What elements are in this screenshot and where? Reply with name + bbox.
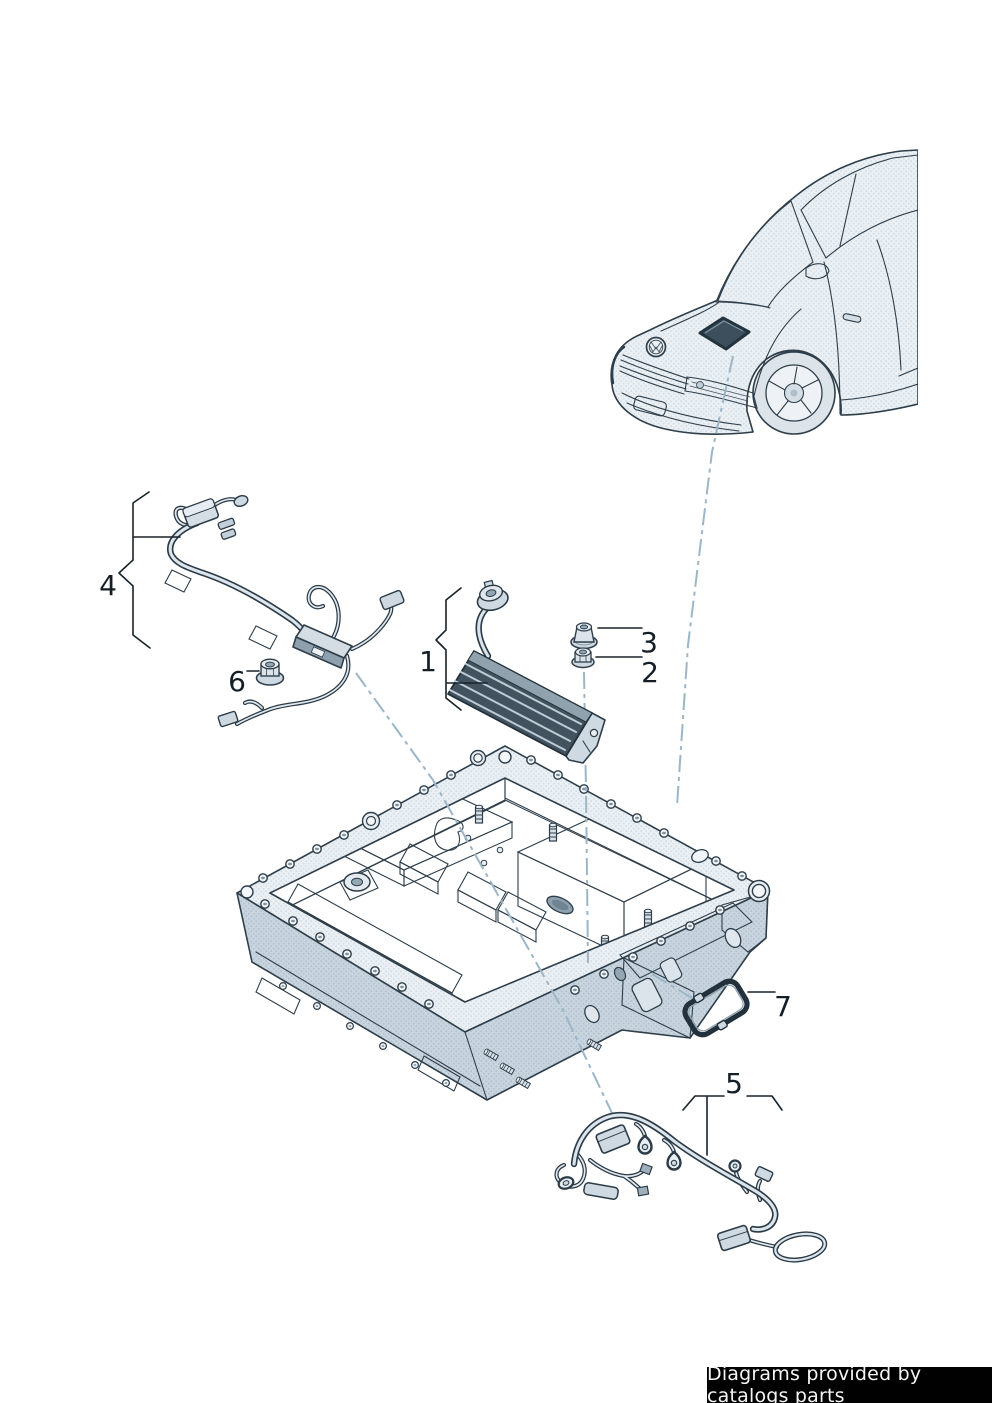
harness5-right-block-connector [716,1224,752,1252]
flange-oval-opening [691,849,709,863]
harness5-left-block-connector [595,1124,631,1154]
harness4-head-connector [182,498,220,528]
harness4-end-connector [217,710,239,728]
harness5-bar-connector [583,1182,619,1200]
wiring-harness-4 [164,495,405,728]
side-mirror [805,263,830,280]
b-pillar-line [839,173,857,247]
callout-5-label[interactable]: 5 [725,1067,743,1100]
callout-4-bracket [118,491,181,649]
tray-foot-1 [255,977,301,1015]
wall-oval-hole-1 [724,927,742,949]
callout-3-label[interactable]: 3 [640,626,658,659]
harness4-prong-connectors [217,517,237,540]
harness5-eyelet-1 [637,1134,653,1155]
wall-lip-line [255,951,488,1101]
flange-corner-holes [240,749,771,903]
harness4-right-connector [379,589,405,611]
rear-skirt-line [898,367,918,377]
tray-cutout-blob [433,817,464,851]
door-line-rear [876,239,902,371]
harness5-ring-terminal [557,1176,575,1190]
provider-banner: Diagrams provided by catalogs parts [707,1363,992,1403]
hood-crease-lines [660,300,802,397]
headlight [684,376,758,409]
side-window [800,154,918,259]
tray-step-blocks [399,843,547,943]
hex-nut-6 [255,658,285,686]
module-top-bevel [467,650,593,723]
module-connector [476,579,509,612]
callout-5-bracket [682,1095,783,1156]
callout-4-label[interactable]: 4 [99,569,117,602]
harness5-large-loop [772,1231,828,1263]
tray-step-ledge [619,902,753,979]
grille-slats [619,354,690,395]
windshield [715,200,814,308]
assembly-line-harness-to-harness [355,672,613,1114]
door-handle [842,313,862,323]
car-body [610,149,918,435]
callout-2-label[interactable]: 2 [641,656,659,689]
rubber-grommet-3 [570,622,598,650]
battery-tray [236,745,771,1101]
hex-nut-2 [571,647,595,669]
seal-gasket-7 [682,978,750,1038]
harness5-branch-connectors [636,1162,653,1197]
harness4-clip-foot-1 [164,569,192,593]
module-fins [449,663,582,751]
rocker-line [840,383,918,401]
harness4-mini-connector [233,495,249,507]
door-line-front [823,261,841,415]
tray-lifting-eye [339,869,379,901]
harness5-eyelet-3 [728,1159,742,1173]
vw-emblem [645,336,667,358]
car-illustration [610,149,918,435]
wall-oval-hole-2 [584,1004,600,1024]
provider-banner-text: Diagrams provided by catalogs parts [707,1363,922,1403]
assembly-line-car-to-tray [676,355,734,807]
assembly-line-tray-to-gasket [651,973,693,999]
tray-foot-2 [417,1055,461,1092]
callout-7-label[interactable]: 7 [774,990,792,1023]
callout-1-label[interactable]: 1 [419,645,437,678]
front-bumper-lines [610,345,742,432]
harness4-clip-foot-2 [248,625,278,650]
control-module-1 [447,579,606,764]
wiring-harness-5 [557,1115,828,1263]
hood-location-highlight [698,316,751,351]
tray-inner-wall-right [504,777,735,911]
front-wheel [746,349,842,435]
connector-cutout-1 [631,977,663,1013]
callout-6-label[interactable]: 6 [228,665,246,698]
callout-1-bracket [435,587,488,711]
harness5-small-connector [754,1166,774,1182]
harness4-module-block [292,624,353,669]
connector-cutout-2 [659,957,683,983]
wall-oval-hole-3 [613,966,627,982]
harness5-eyelet-2 [666,1150,682,1171]
